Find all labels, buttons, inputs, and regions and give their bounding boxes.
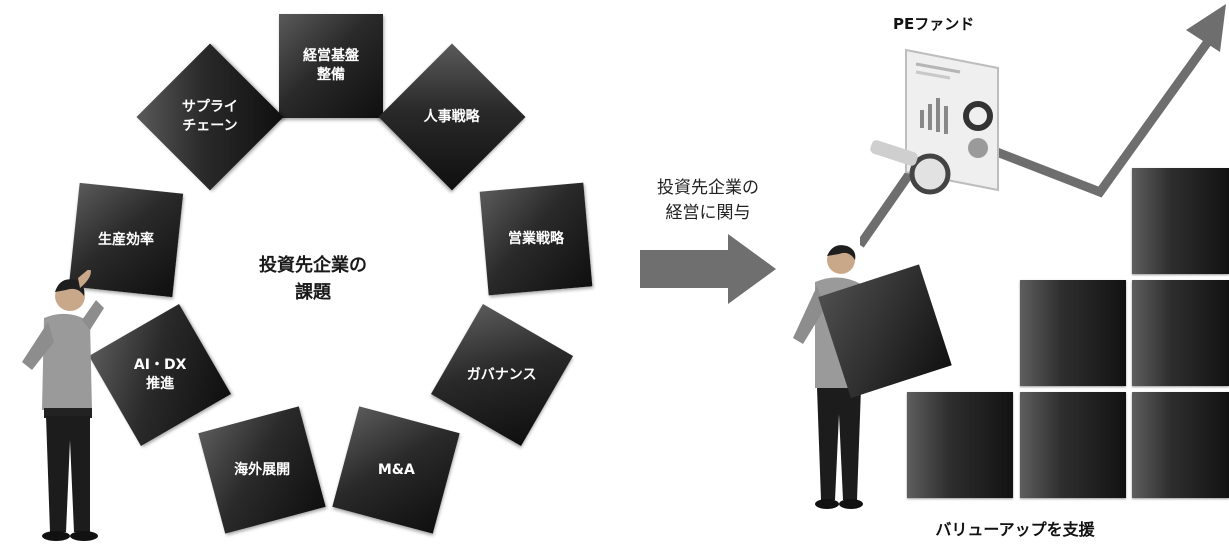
issue-label: AI・DX 推進	[133, 357, 187, 392]
stack-block	[1132, 392, 1229, 498]
issue-tile-ai-dx: AI・DX 推進	[88, 303, 232, 447]
arrow-label: 投資先企業の 経営に関与	[657, 178, 759, 223]
issue-tile-management-base: 経営基盤 整備	[279, 14, 383, 118]
value-up-caption: バリューアップを支援	[935, 520, 1095, 539]
stack-block	[1132, 168, 1229, 274]
issue-label: 海外展開	[233, 461, 290, 478]
issue-tile-ma: M&A	[332, 406, 460, 534]
stack-block	[1132, 280, 1229, 386]
issue-label: 営業戦略	[507, 230, 564, 247]
center-title: 投資先企業の 課題	[259, 255, 367, 303]
growth-arrow-icon	[860, 4, 1226, 248]
person-thinking-icon	[22, 270, 104, 541]
pe-fund-label: PEファンド	[893, 15, 975, 33]
dashboard-magnifier-icon	[870, 48, 999, 195]
issue-label: M&A	[377, 461, 415, 478]
issue-tile-supply-chain: サプライ チェーン	[136, 43, 284, 191]
stack-block	[1020, 280, 1126, 386]
issue-tile-overseas: 海外展開	[198, 406, 326, 534]
issue-label: 生産効率	[98, 231, 155, 248]
stack-block	[907, 392, 1013, 498]
stack-block	[1020, 392, 1126, 498]
person-carrying-block-icon	[793, 245, 952, 509]
issue-tile-governance: ガバナンス	[430, 303, 574, 447]
right-arrow-icon	[640, 234, 776, 304]
issue-tile-sales-strategy: 営業戦略	[479, 182, 593, 296]
issue-label: 人事戦略	[424, 108, 481, 125]
issue-label: 経営基盤 整備	[303, 48, 359, 83]
issue-label: サプライ チェーン	[182, 99, 238, 134]
issue-label: ガバナンス	[467, 366, 537, 383]
issue-tile-hr-strategy: 人事戦略	[378, 43, 526, 191]
